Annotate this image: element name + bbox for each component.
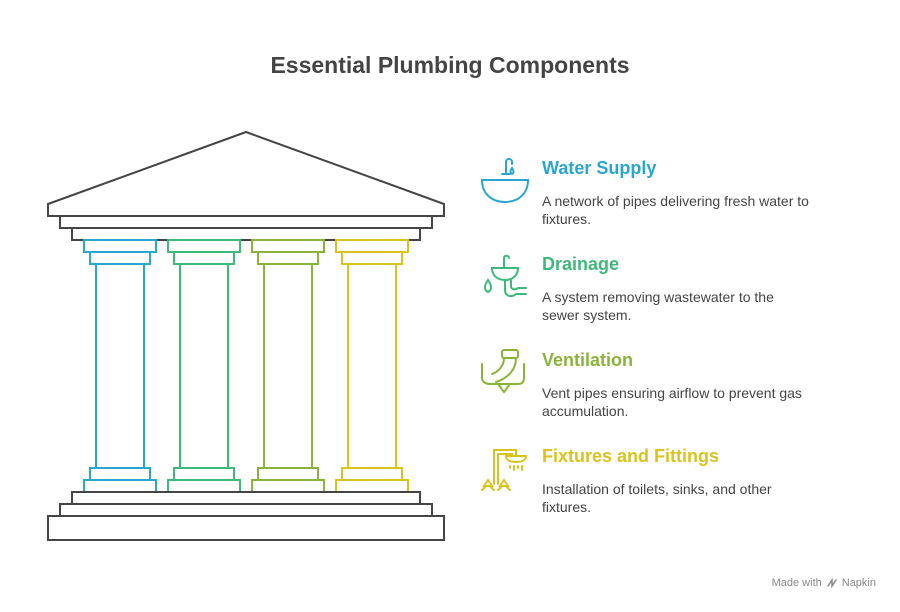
page-title: Essential Plumbing Components	[270, 52, 630, 78]
component-description: Vent pipes ensuring airflow to prevent g…	[542, 385, 802, 419]
column-fixtures	[335, 239, 409, 493]
drain-pipe-icon	[484, 254, 527, 298]
component-fixtures-and-fittings: Fixtures and Fittings Installation of to…	[478, 444, 838, 524]
temple-diagram	[47, 130, 445, 541]
temple-base-top	[71, 491, 421, 505]
temple-base-bottom	[47, 515, 445, 541]
temple-entablature-top	[59, 215, 433, 229]
temple-roof	[47, 130, 445, 217]
temple-entablature-bottom	[71, 227, 421, 241]
component-description: A network of pipes delivering fresh wate…	[542, 193, 809, 227]
footer-made-with: Made with	[771, 577, 822, 589]
column-water-supply	[83, 239, 157, 493]
component-description: Installation of toilets, sinks, and othe…	[542, 481, 772, 515]
component-ventilation: Ventilation Vent pipes ensuring airflow …	[478, 348, 838, 428]
component-name: Water Supply	[542, 158, 657, 178]
component-name: Fixtures and Fittings	[542, 446, 720, 466]
footer-credit: Made with Napkin	[772, 577, 876, 589]
component-water-supply: Water Supply A network of pipes deliveri…	[478, 156, 838, 236]
column-ventilation	[251, 239, 325, 493]
component-name: Ventilation	[542, 350, 634, 370]
footer-brand: Napkin	[841, 577, 876, 589]
shower-fixture-icon	[481, 449, 528, 491]
sink-faucet-icon	[480, 158, 530, 204]
vent-pipe-icon	[481, 349, 525, 394]
temple-base-middle	[59, 503, 433, 517]
component-description: A system removing wastewater to the sewe…	[542, 289, 774, 323]
component-name: Drainage	[542, 254, 620, 274]
column-drainage	[167, 239, 241, 493]
napkin-logo-icon	[827, 577, 837, 589]
component-drainage: Drainage A system removing wastewater to…	[478, 252, 838, 332]
